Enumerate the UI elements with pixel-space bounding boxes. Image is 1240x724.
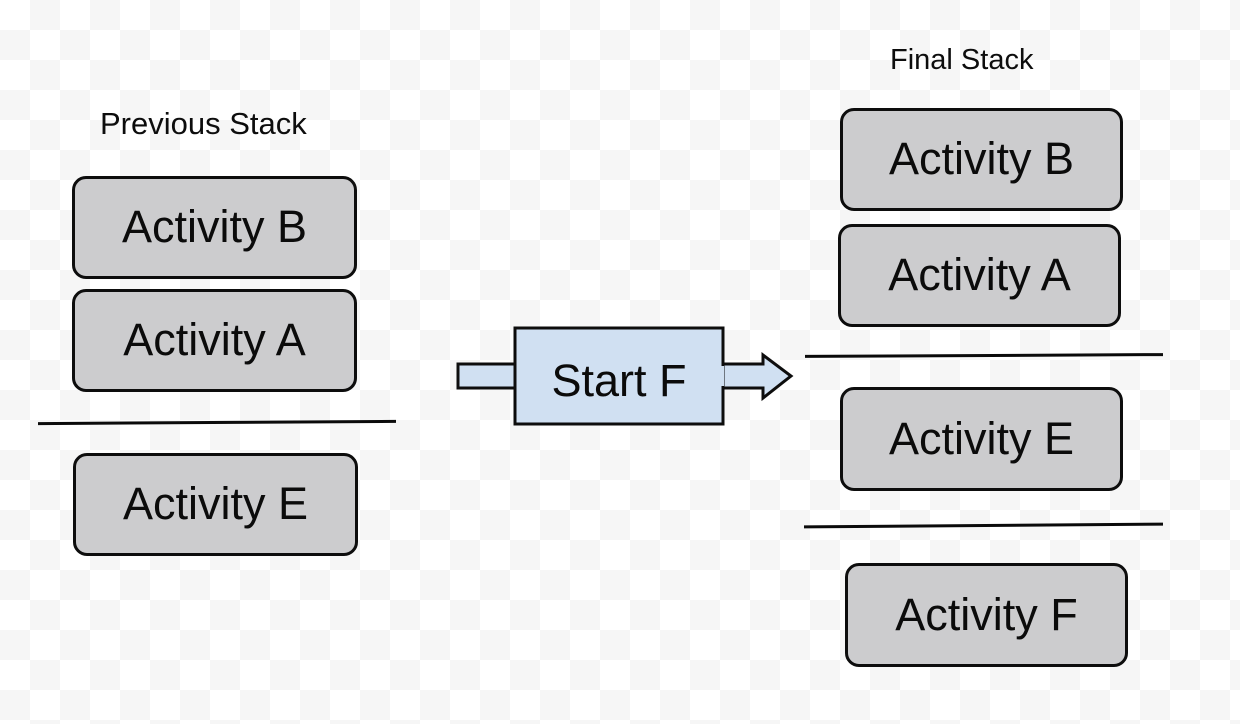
arrow-head bbox=[721, 352, 794, 402]
arrow-tail bbox=[456, 362, 518, 390]
activity-label: Activity B bbox=[121, 201, 308, 252]
start-activity-label: Start F bbox=[551, 355, 687, 406]
activity-label: Activity A bbox=[123, 314, 306, 365]
start-activity-transition-arrow[interactable]: Start F bbox=[455, 320, 795, 430]
previous-stack-activity-a[interactable]: Activity A bbox=[72, 289, 357, 392]
final-stack-title: Final Stack bbox=[890, 44, 1034, 76]
arrow-seam-right bbox=[719, 366, 724, 386]
block-arrow-shape bbox=[456, 326, 794, 426]
activity-label: Activity E bbox=[888, 412, 1075, 464]
previous-stack-title: Previous Stack bbox=[100, 106, 307, 141]
final-stack-task-divider-1 bbox=[804, 353, 1164, 358]
final-stack-activity-f[interactable]: Activity F bbox=[845, 563, 1128, 667]
activity-label: Activity A bbox=[888, 249, 1071, 300]
activity-label: Activity B bbox=[888, 133, 1075, 184]
final-stack-task-divider-2 bbox=[803, 522, 1164, 529]
final-stack-activity-a[interactable]: Activity A bbox=[838, 224, 1121, 327]
final-stack-activity-e[interactable]: Activity E bbox=[840, 387, 1123, 491]
previous-stack-activity-e[interactable]: Activity E bbox=[73, 453, 358, 556]
final-stack-activity-b[interactable]: Activity B bbox=[840, 108, 1123, 211]
previous-stack-activity-b[interactable]: Activity B bbox=[72, 176, 357, 279]
activity-label: Activity E bbox=[122, 478, 309, 529]
arrow-seam-left bbox=[517, 366, 520, 386]
start-box bbox=[513, 326, 725, 426]
activity-label: Activity F bbox=[895, 588, 1078, 640]
previous-stack-task-divider-1 bbox=[37, 419, 397, 426]
